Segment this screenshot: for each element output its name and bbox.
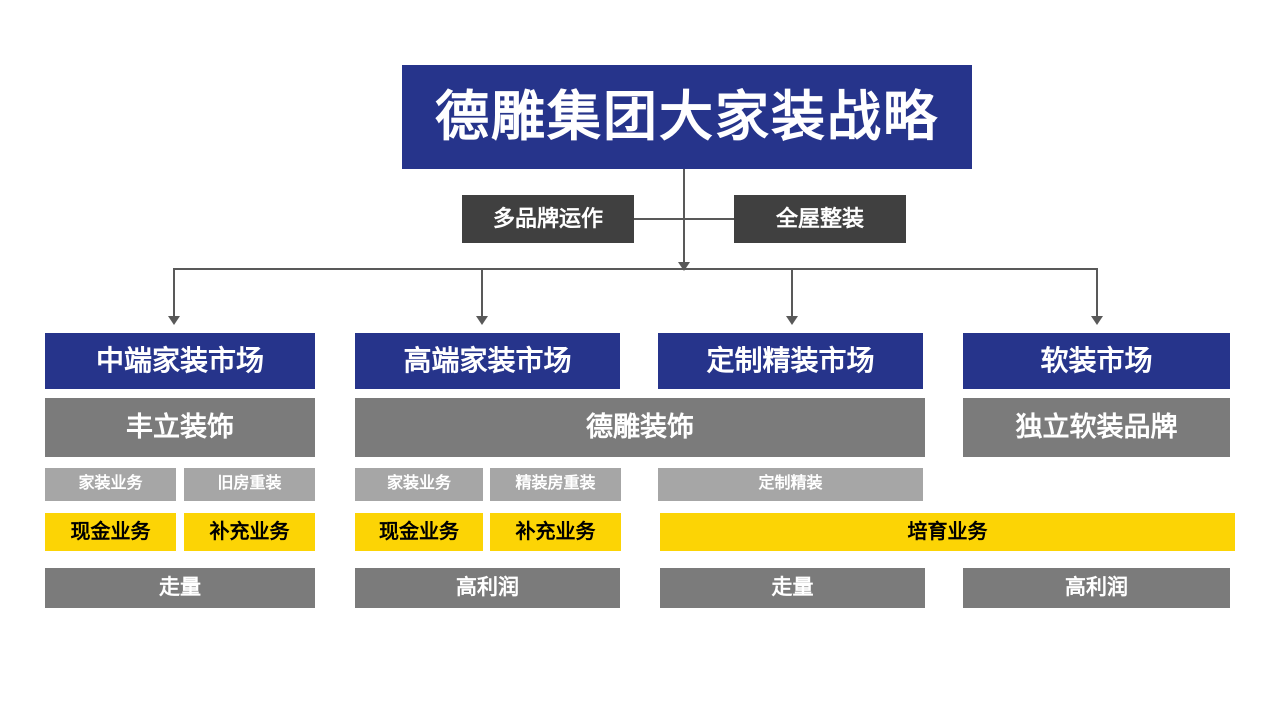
service-chip-col-2-a: 家装业务: [355, 468, 483, 501]
service-chip-col-1-b: 旧房重装: [184, 468, 315, 501]
outcome-band-col-4: 高利润: [963, 568, 1230, 608]
drop-line-col-4: [1096, 268, 1098, 318]
trunk-arrow-icon: [678, 262, 690, 271]
drop-line-col-1: [173, 268, 175, 318]
brand-band-col-4: 独立软装品牌: [963, 398, 1230, 457]
drop-arrow-icon-col-3: [786, 316, 798, 325]
service-chip-col-2-b: 精装房重装: [490, 468, 621, 501]
brand-band-col-1: 丰立装饰: [45, 398, 315, 457]
market-header-col-4: 软装市场: [963, 333, 1230, 389]
business-tag-col-2-b: 补充业务: [490, 513, 621, 551]
business-tag-col-1-a: 现金业务: [45, 513, 176, 551]
trunk-vertical-line: [683, 169, 685, 269]
business-tag-col-1-b: 补充业务: [184, 513, 315, 551]
outcome-band-col-1: 走量: [45, 568, 315, 608]
drop-line-col-2: [481, 268, 483, 318]
drop-line-col-3: [791, 268, 793, 318]
outcome-band-col-3: 走量: [660, 568, 925, 608]
market-header-col-3: 定制精装市场: [658, 333, 923, 389]
market-header-col-1: 中端家装市场: [45, 333, 315, 389]
drop-arrow-icon-col-4: [1091, 316, 1103, 325]
service-chip-col-1-a: 家装业务: [45, 468, 176, 501]
distribution-bus-line: [173, 268, 1097, 270]
business-tag-col-2-a: 现金业务: [355, 513, 483, 551]
outcome-band-col-2: 高利润: [355, 568, 620, 608]
strategy-tag-multi-brand: 多品牌运作: [462, 195, 634, 243]
market-header-col-2: 高端家装市场: [355, 333, 620, 389]
business-band-span-col-3-4: 培育业务: [660, 513, 1235, 551]
strategy-tag-whole-house: 全屋整装: [734, 195, 906, 243]
brand-band-span-col-2-3: 德雕装饰: [355, 398, 925, 457]
drop-arrow-icon-col-1: [168, 316, 180, 325]
drop-arrow-icon-col-2: [476, 316, 488, 325]
slide-title: 德雕集团大家装战略: [402, 65, 972, 169]
service-chip-col-3-a: 定制精装: [658, 468, 923, 501]
